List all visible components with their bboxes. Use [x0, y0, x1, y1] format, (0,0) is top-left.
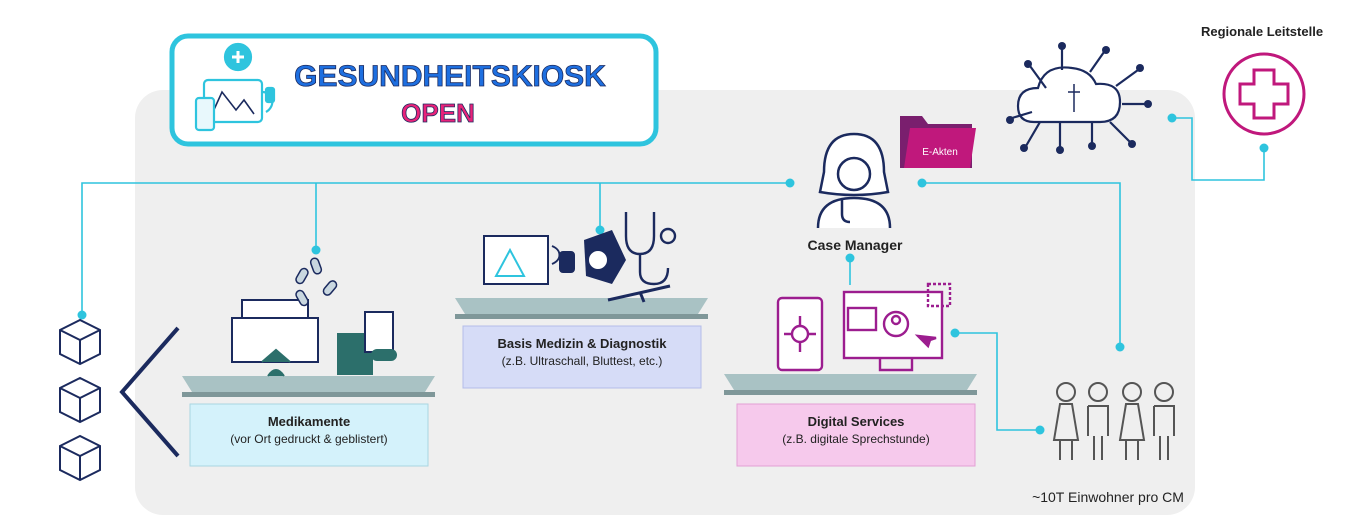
case-manager-label: Case Manager [808, 237, 903, 253]
medikamente-subtitle: (vor Ort gedruckt & geblistert) [230, 432, 388, 446]
digital-title: Digital Services [807, 414, 905, 429]
stethoscope-icon [624, 212, 677, 286]
tablet-icon [776, 296, 824, 372]
digital-subtitle: (z.B. digitale Sprechstunde) [782, 432, 930, 446]
folder-label: E-Akten [922, 147, 958, 158]
medikamente-title: Medikamente [267, 414, 351, 429]
kiosk-banner: GESUNDHEITSKIOSK OPEN [169, 33, 659, 147]
diagnostik-title: Basis Medizin & Diagnostik [497, 336, 667, 351]
connection-dots [77, 113, 1269, 435]
folder-icon [900, 116, 976, 168]
pills-icon [295, 257, 338, 307]
diagnostik-subtitle: (z.B. Ultraschall, Bluttest, etc.) [501, 354, 663, 368]
kiosk-device-icon [194, 42, 276, 132]
diagnostik-shelf [455, 212, 708, 319]
cloud-network-icon [1006, 42, 1152, 154]
digital-box [736, 403, 976, 467]
glove-icon [584, 230, 626, 284]
medikamente-shelf [182, 257, 435, 397]
kiosk-title: GESUNDHEITSKIOSK [294, 60, 606, 93]
digital-shelf [724, 282, 977, 395]
regional-title: Regionale Leitstelle [1201, 24, 1323, 39]
monitor-icon [842, 282, 952, 372]
medikamente-box [189, 403, 429, 467]
case-manager-icon [816, 132, 892, 229]
digital-label: Digital Services (z.B. digitale Sprechst… [737, 404, 975, 466]
package-boxes-icon [59, 318, 101, 482]
residents-icon [1052, 382, 1175, 460]
diagnostik-box [462, 325, 702, 389]
medical-cross-icon [1222, 52, 1306, 136]
residents-label: ~10T Einwohner pro CM [1032, 489, 1184, 505]
medikamente-label: Medikamente (vor Ort gedruckt & gebliste… [190, 404, 428, 466]
connection-lines [81, 117, 1265, 431]
chevron-bracket-icon [119, 326, 180, 458]
syringe-icon [607, 284, 671, 303]
diagnostik-label: Basis Medizin & Diagnostik (z.B. Ultrasc… [463, 326, 701, 388]
ultrasound-icon [483, 235, 575, 285]
kiosk-subtitle: OPEN [401, 98, 475, 128]
